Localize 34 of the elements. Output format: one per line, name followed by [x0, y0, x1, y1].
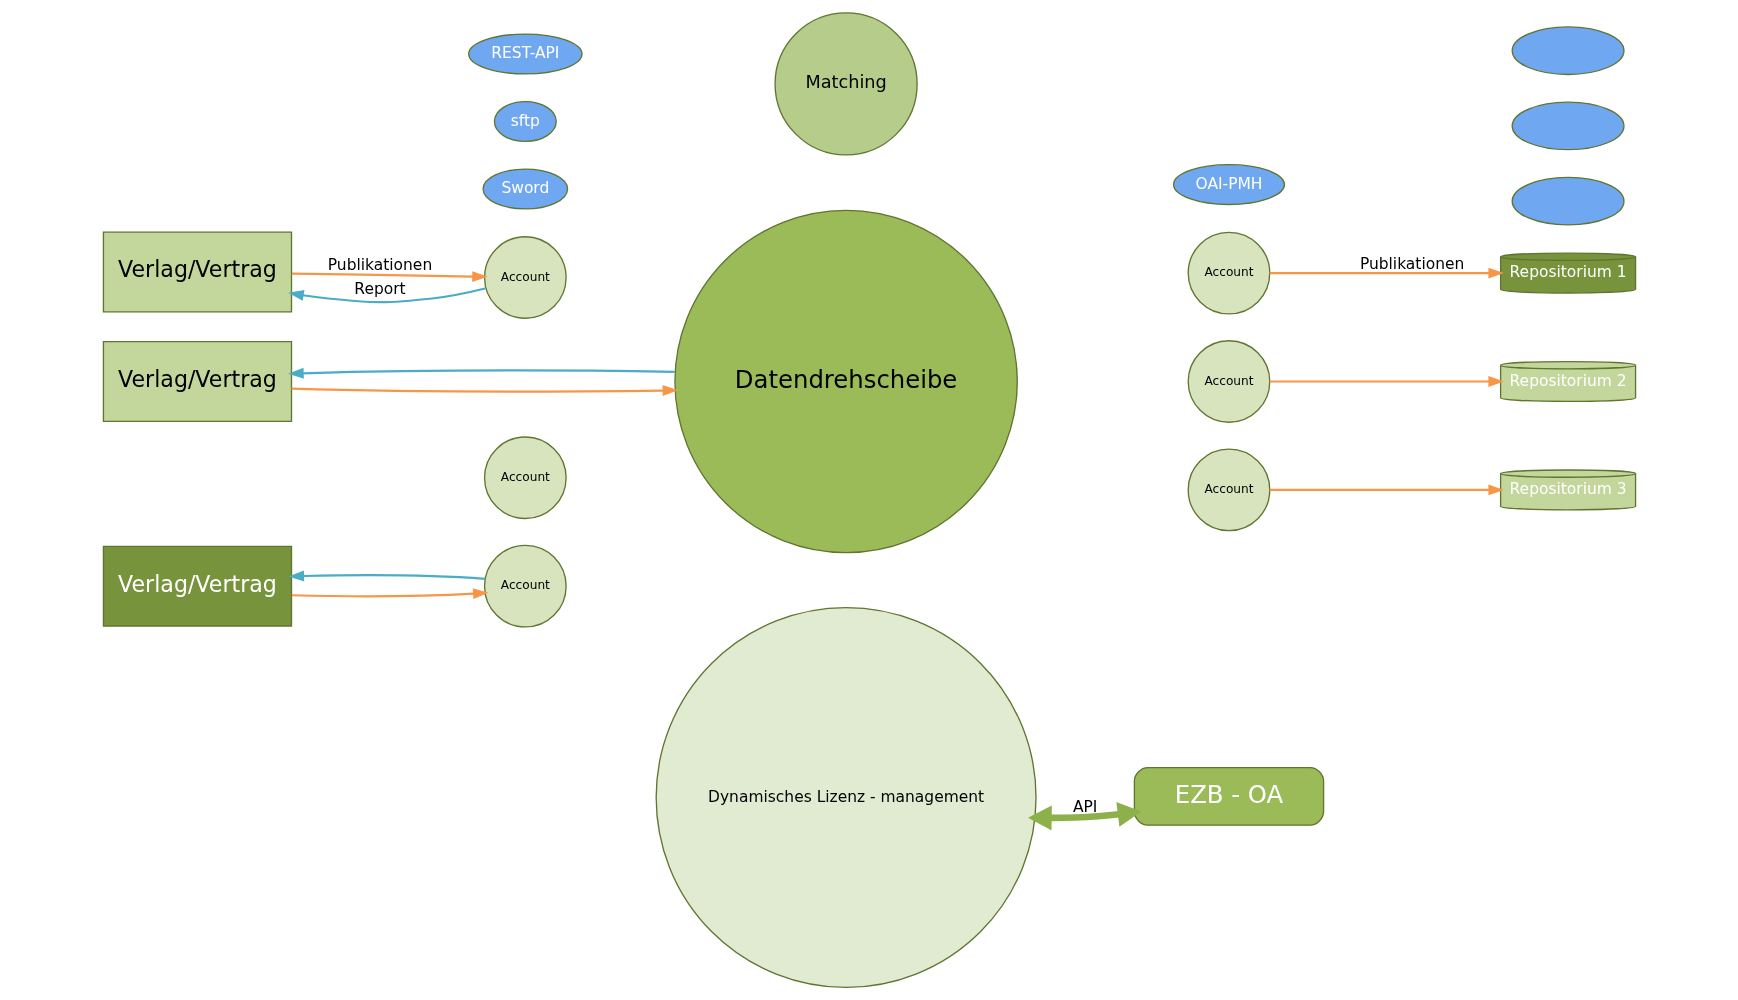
node-circle: Account [1187, 448, 1270, 532]
node-circle: Account [1187, 340, 1270, 423]
node-cloud [1511, 101, 1625, 151]
node-ellipse: sftp [493, 100, 557, 143]
node-ellipse: OAI-PMH [1172, 164, 1285, 206]
arrow [291, 385, 678, 396]
node-circle: Datendrehscheibe [673, 209, 1018, 554]
node-box: EZB - OA [1133, 766, 1324, 826]
arrow [291, 271, 488, 283]
node-cloud [1511, 26, 1625, 76]
arrow [287, 367, 675, 379]
node-box: Verlag/Vertrag [102, 341, 292, 422]
arrow [291, 588, 489, 600]
node-circle: Account [483, 436, 567, 520]
node-circle: Dynamisches Lizenz - management [655, 606, 1037, 989]
node-ellipse: Sword [481, 168, 568, 210]
edge-label: Publikationen [1359, 254, 1464, 273]
edge-label: Publikationen [327, 255, 432, 274]
arrow [1027, 802, 1141, 831]
node-circle: Account [483, 544, 567, 628]
arrow [288, 570, 485, 582]
node-circle: Account [1187, 231, 1270, 315]
arrow [1269, 484, 1504, 496]
node-ellipse: REST-API [467, 33, 583, 75]
node-box: Verlag/Vertrag [102, 545, 292, 627]
node-box: Verlag/Vertrag [102, 231, 292, 313]
arrow [1269, 267, 1504, 279]
arrow [1269, 376, 1504, 387]
node-circle: Account [483, 236, 567, 319]
node-circle: Matching [773, 12, 918, 156]
arrow [287, 287, 486, 304]
edge-label: Report [353, 280, 406, 299]
node-cloud [1511, 176, 1625, 226]
edge-label: API [1072, 798, 1097, 817]
